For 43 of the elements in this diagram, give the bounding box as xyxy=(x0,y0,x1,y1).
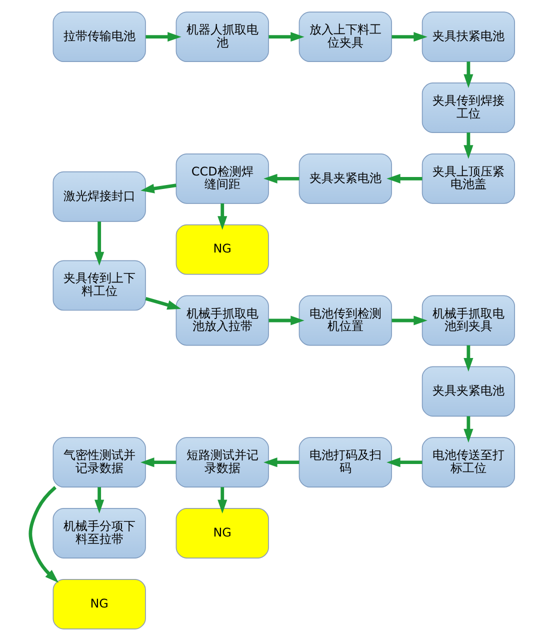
arrow xyxy=(464,62,474,88)
node-box: 夹具夹紧电池 xyxy=(298,153,392,204)
node-box: 夹具夹紧电池 xyxy=(422,366,515,417)
node-box: 机械手抓取电池到夹具 xyxy=(422,295,515,346)
arrow xyxy=(268,316,304,326)
node-box: 放入上下料工位夹具 xyxy=(298,12,392,62)
node-box: 机器人抓取电池 xyxy=(176,12,269,62)
arrow xyxy=(146,32,182,42)
node-box: CCD检测焊缝间距 xyxy=(176,153,269,204)
arrow xyxy=(392,32,428,42)
arrow xyxy=(268,32,304,42)
node-box: 拉带传输电池 xyxy=(52,12,146,62)
node-box: 机械手分项下料至拉带 xyxy=(52,508,146,558)
arrow xyxy=(94,222,104,266)
arrow xyxy=(264,458,300,468)
arrow xyxy=(264,174,300,184)
arrow xyxy=(464,345,474,372)
arrow xyxy=(218,487,228,514)
node-box: 夹具扶紧电池 xyxy=(422,12,515,62)
arrow xyxy=(140,184,176,194)
arrow xyxy=(392,316,428,326)
arrow xyxy=(140,458,176,468)
node-box: 电池传送至打标工位 xyxy=(422,437,515,488)
arrow xyxy=(464,416,474,443)
node-box: 电池传到检测机位置 xyxy=(298,295,392,346)
node-box: 夹具传到上下料工位 xyxy=(52,260,146,311)
node-box: NG xyxy=(176,224,269,275)
node-box: 机械手抓取电池放入拉带 xyxy=(176,295,269,346)
node-box: NG xyxy=(52,578,146,630)
arrow xyxy=(218,203,228,230)
node-box: 夹具上顶压紧电池盖 xyxy=(422,153,515,204)
node-box: 激光焊接封口 xyxy=(52,171,146,222)
arrow xyxy=(145,296,182,310)
node-box: 短路测试并记录数据 xyxy=(176,437,269,488)
node-box: NG xyxy=(176,508,269,558)
arrow xyxy=(386,458,422,468)
arrow xyxy=(28,486,59,583)
arrow xyxy=(94,487,104,514)
arrow xyxy=(464,132,474,159)
arrow xyxy=(386,174,422,184)
node-box: 气密性测试并记录数据 xyxy=(52,437,146,488)
node-box: 夹具传到焊接工位 xyxy=(422,82,515,133)
node-box: 电池打码及扫码 xyxy=(298,437,392,488)
